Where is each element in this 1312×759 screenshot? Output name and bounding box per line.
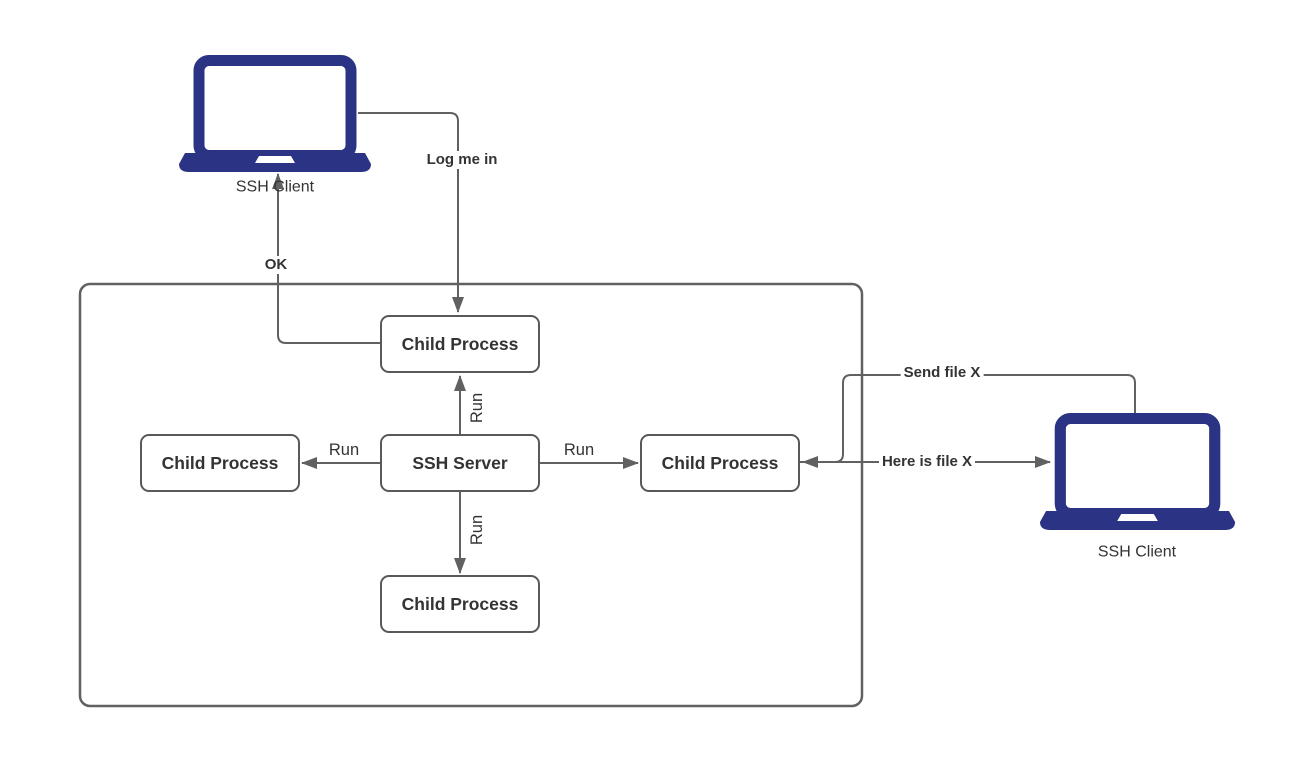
- label-send-file-x: Send file X: [900, 364, 984, 382]
- edge-log-me-in: [358, 112, 464, 313]
- label-log-me-in: Log me in: [423, 151, 501, 169]
- label-here-is-file-x: Here is file X: [878, 453, 976, 471]
- label-run-down: Run: [468, 512, 488, 548]
- laptop-icon-left: [179, 61, 371, 173]
- edge-send-file-x: [802, 374, 1136, 468]
- label-ssh-client-left: SSH Client: [235, 178, 315, 196]
- laptop-icon-right: [1040, 419, 1235, 531]
- label-run-left: Run: [326, 441, 362, 461]
- label-ok: OK: [261, 256, 291, 274]
- server-boundary-box: [78, 282, 864, 708]
- label-ssh-client-right: SSH Client: [1097, 543, 1177, 561]
- node-child-process-right: Child Process: [640, 434, 800, 492]
- edge-ok: [272, 173, 380, 344]
- label-run-up: Run: [468, 390, 488, 426]
- node-ssh-server: SSH Server: [380, 434, 540, 492]
- node-child-process-bottom: Child Process: [380, 575, 540, 633]
- node-child-process-top: Child Process: [380, 315, 540, 373]
- node-child-process-left: Child Process: [140, 434, 300, 492]
- label-run-right: Run: [561, 441, 597, 461]
